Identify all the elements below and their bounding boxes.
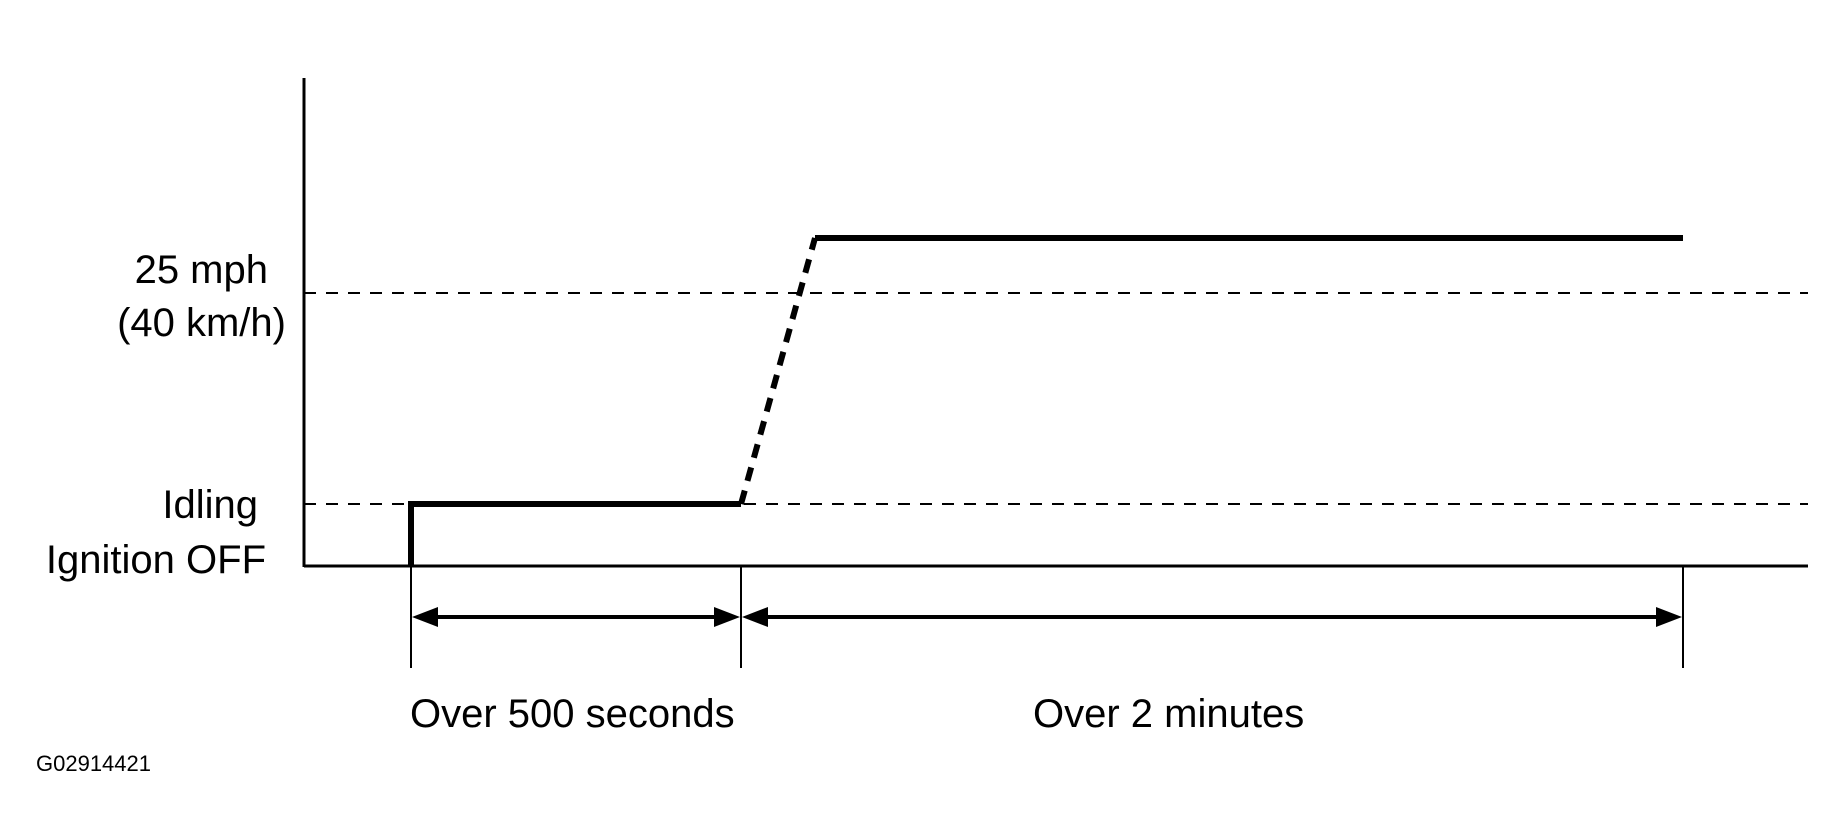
- speed-mph-label: 25 mph: [135, 248, 268, 292]
- figure-code: G02914421: [36, 751, 151, 776]
- first-interval-arrow: [412, 607, 740, 627]
- idling-label: Idling: [162, 483, 258, 527]
- first-interval-label: Over 500 seconds: [410, 692, 735, 736]
- second-interval-label: Over 2 minutes: [1033, 692, 1304, 736]
- acceleration-segment: [738, 237, 818, 505]
- ignition-off-label: Ignition OFF: [46, 538, 266, 582]
- speed-kmh-label: (40 km/h): [117, 301, 286, 345]
- second-interval-arrow: [742, 607, 1682, 627]
